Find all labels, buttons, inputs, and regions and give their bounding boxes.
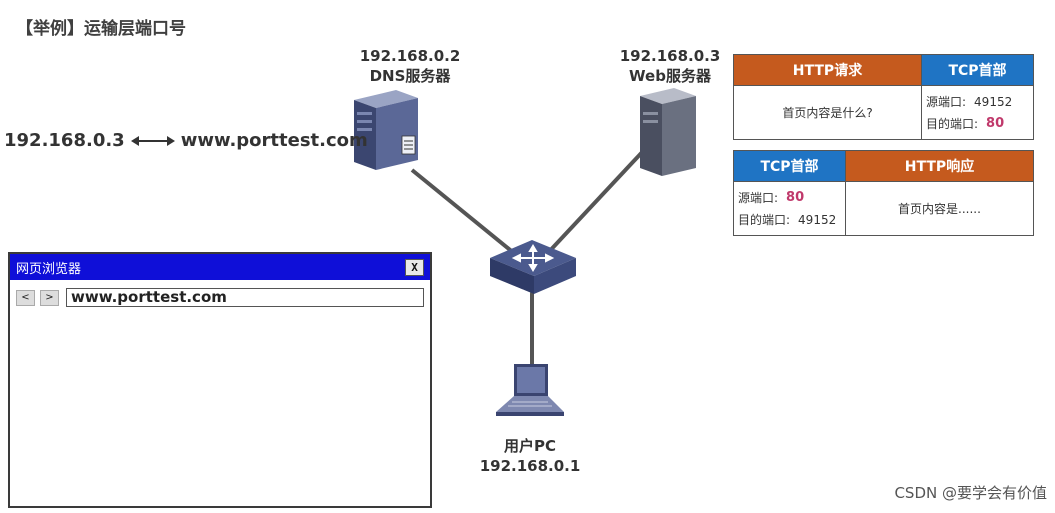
web-server-label: 192.168.0.3 Web服务器 (580, 46, 760, 86)
tcp-ports: 源端口: 49152 目的端口: 80 (922, 85, 1033, 139)
link-web-switch (543, 146, 648, 258)
browser-navbar: < > www.porttest.com (16, 288, 424, 307)
forward-button[interactable]: > (40, 289, 59, 306)
web-server-ip: 192.168.0.3 (619, 47, 721, 65)
http-response-content: 首页内容是...... (846, 181, 1033, 235)
user-pc-label: 用户PC 192.168.0.1 (440, 436, 620, 476)
dst-port-label: 目的端口: (738, 212, 791, 227)
browser-title: 网页浏览器 (16, 261, 82, 277)
laptop-icon (496, 364, 564, 416)
dns-mapping: 192.168.0.3 www.porttest.com (4, 130, 368, 151)
tcp-ports: 源端口: 80 目的端口: 49152 (734, 181, 845, 235)
web-server-icon (640, 88, 696, 176)
user-pc-name: 用户PC (503, 437, 556, 455)
mapping-ip: 192.168.0.3 (4, 130, 125, 151)
link-dns-switch (410, 168, 522, 260)
dst-port-value: 80 (986, 115, 1005, 131)
mapping-domain: www.porttest.com (180, 130, 368, 151)
close-button[interactable]: X (405, 258, 424, 276)
tcp-header-label: TCP首部 (922, 55, 1033, 85)
dns-server-name: DNS服务器 (369, 67, 451, 85)
dst-port-value: 49152 (798, 212, 837, 227)
user-pc-ip: 192.168.0.1 (479, 457, 581, 475)
src-port-label: 源端口: (926, 94, 967, 109)
src-port-label: 源端口: (738, 190, 779, 205)
watermark: CSDN @要学会有价值 (894, 484, 1047, 502)
back-button[interactable]: < (16, 289, 35, 306)
http-request-content: 首页内容是什么? (734, 85, 921, 139)
web-server-name: Web服务器 (629, 67, 711, 85)
switch-icon: SWITCH (490, 240, 576, 298)
dst-port-label: 目的端口: (926, 116, 979, 131)
dns-server-icon (354, 90, 418, 170)
address-bar[interactable]: www.porttest.com (66, 288, 424, 307)
browser-titlebar: 网页浏览器 X (10, 254, 430, 280)
dns-server-ip: 192.168.0.2 (359, 47, 461, 65)
http-request-header: HTTP请求 (734, 55, 921, 85)
src-port-value: 80 (786, 189, 805, 205)
page-title: 【举例】运输层端口号 (16, 19, 186, 39)
http-response-packet: TCP首部 源端口: 80 目的端口: 49152 HTTP响应 首页内容是....… (733, 150, 1034, 236)
double-arrow-icon (130, 135, 175, 146)
browser-window: 网页浏览器 X < > www.porttest.com (8, 252, 432, 508)
http-request-packet: HTTP请求 首页内容是什么? TCP首部 源端口: 49152 目的端口: 80 (733, 54, 1034, 140)
dns-server-label: 192.168.0.2 DNS服务器 (320, 46, 500, 86)
tcp-header-label: TCP首部 (734, 151, 845, 181)
src-port-value: 49152 (974, 94, 1013, 109)
http-response-header: HTTP响应 (846, 151, 1033, 181)
